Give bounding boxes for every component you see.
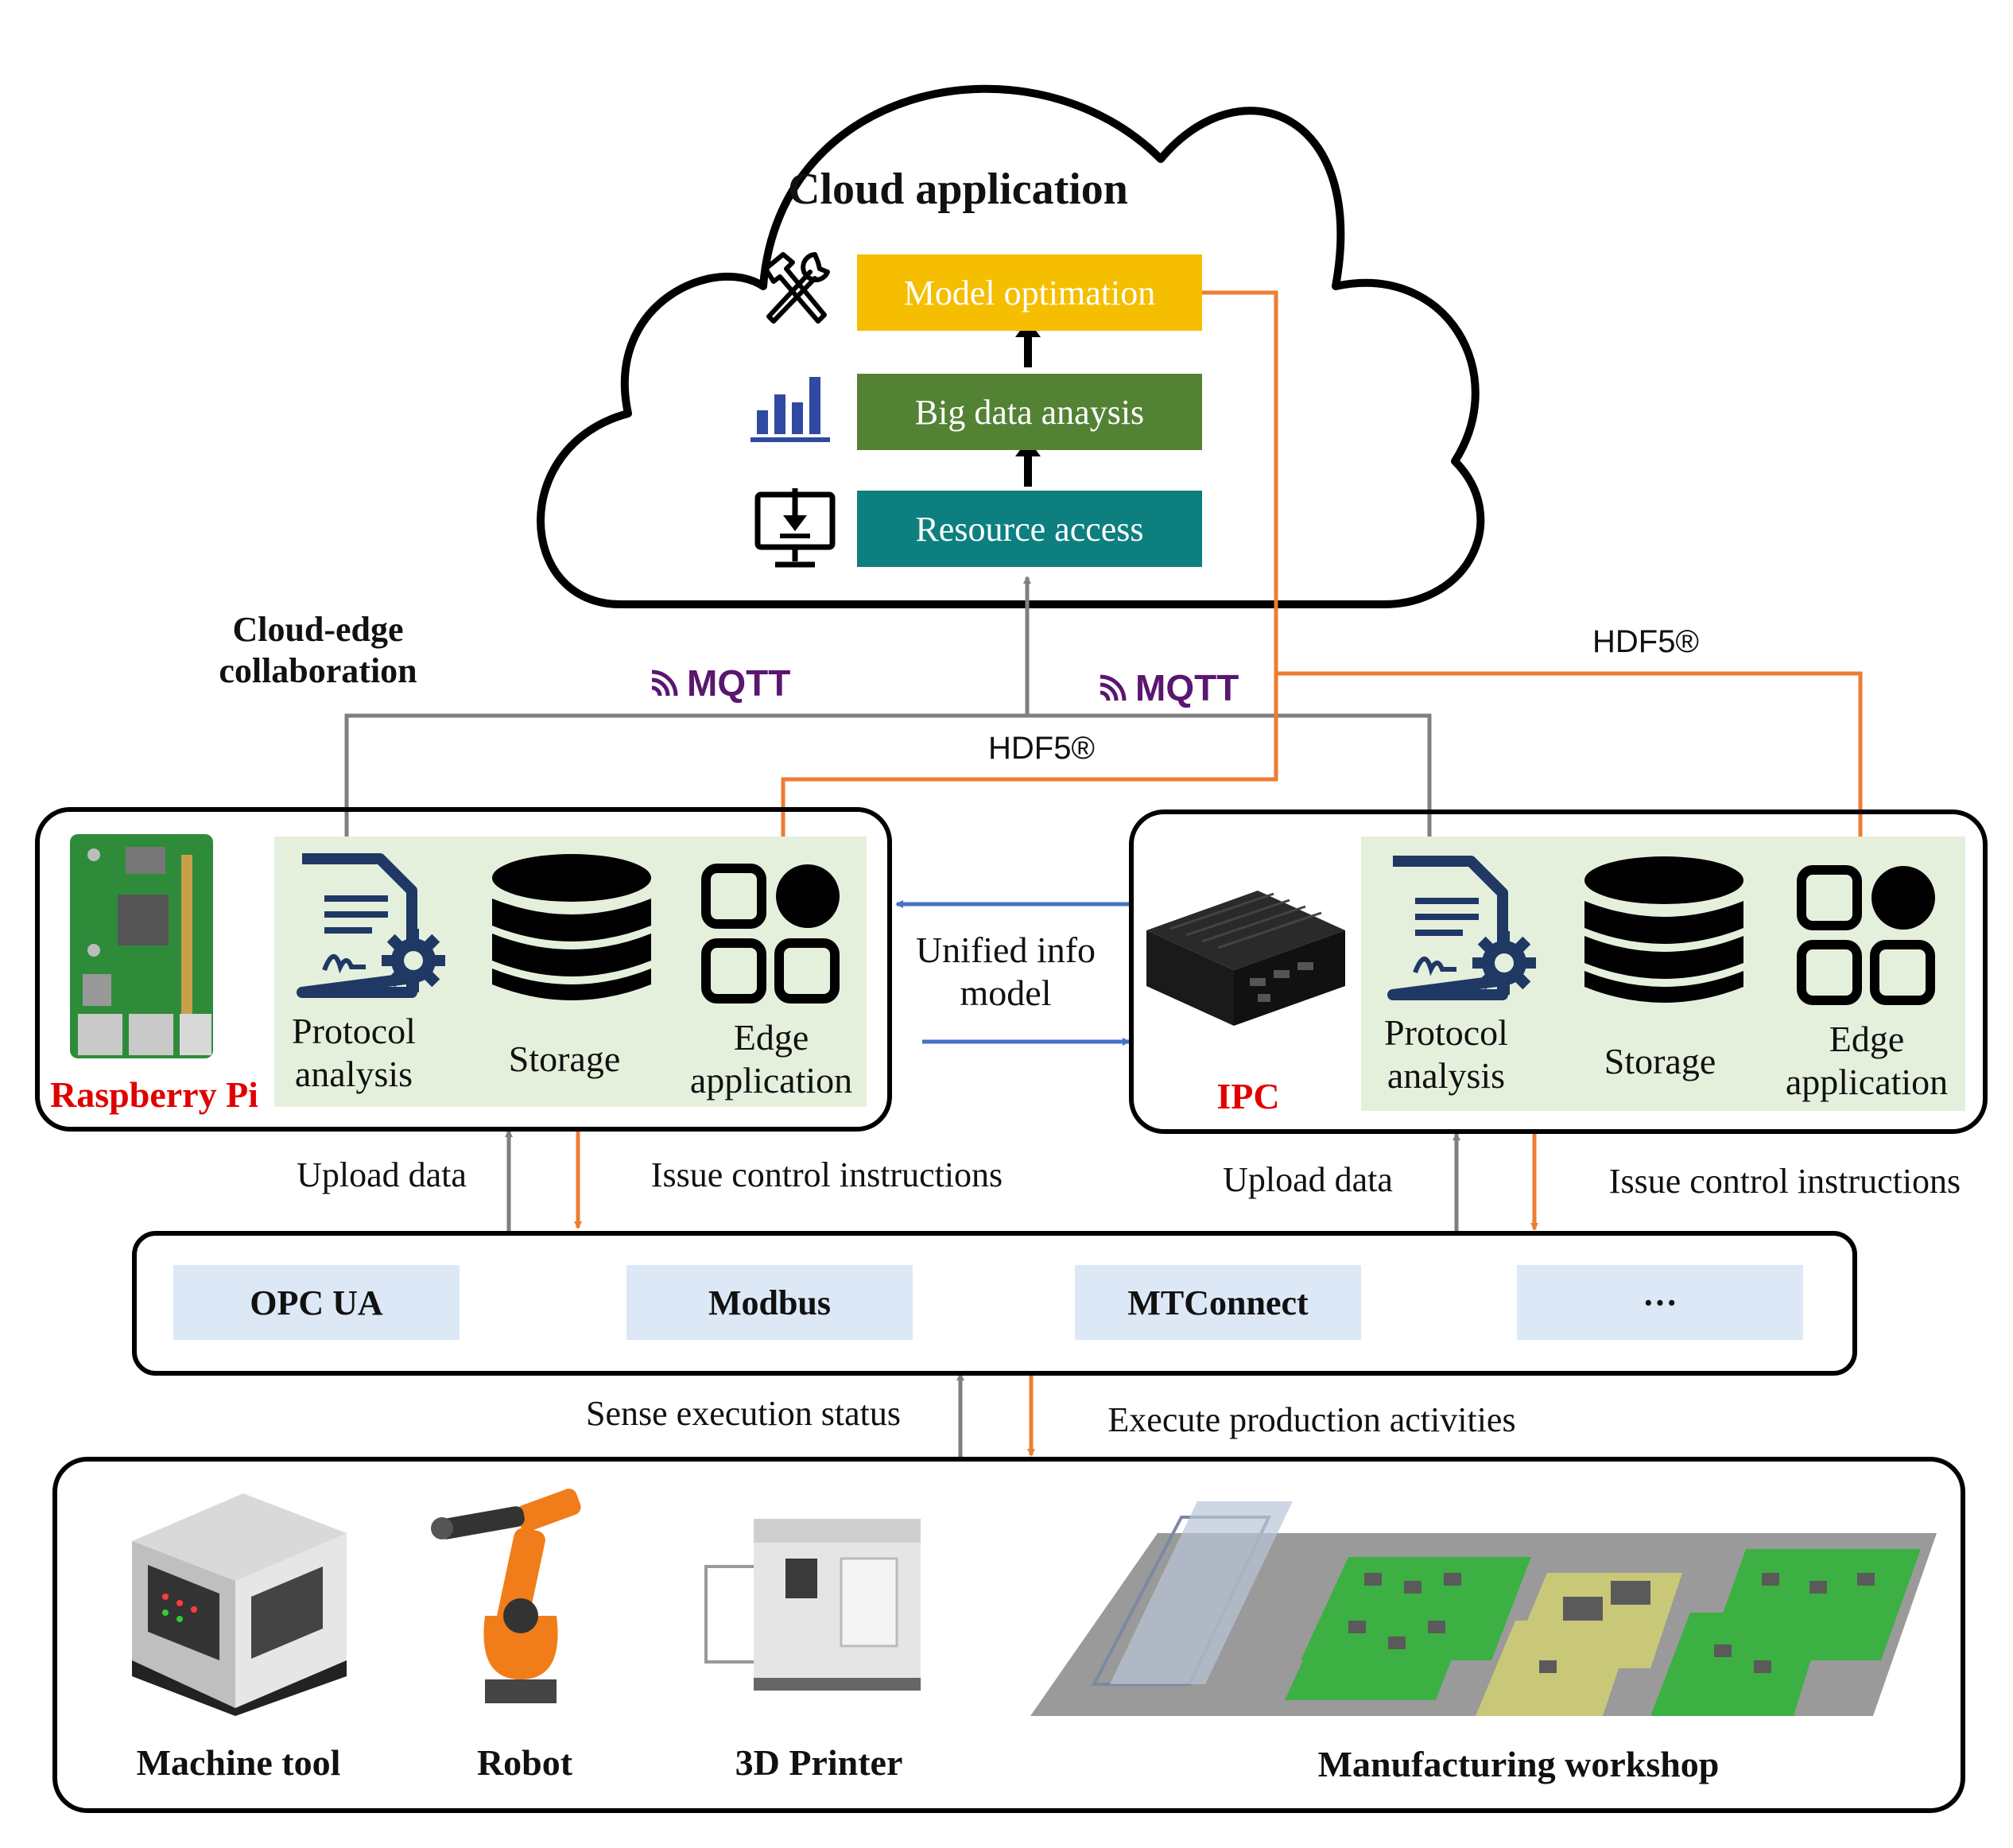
edge-application-icon (1797, 865, 1940, 1008)
module-label-storage: Storage (1604, 1041, 1716, 1081)
layer-label: Model optimation (903, 273, 1156, 313)
manufacturing-workshop-image (1030, 1485, 1945, 1724)
storage-icon (488, 851, 655, 1010)
edge-node-left (35, 807, 892, 1132)
layer-label: Big data anaysis (914, 392, 1145, 432)
edge-node-right (1129, 809, 1988, 1134)
hdf5-links (779, 290, 1864, 846)
raspberry-pi-image (62, 831, 221, 1062)
device-label-raspberry-pi: Raspberry Pi (50, 1074, 258, 1115)
mqtt-signal-icon (1100, 674, 1127, 701)
mqtt-logo-right: MQTT (1099, 666, 1239, 709)
protocol-opc-ua: OPC UA (173, 1265, 460, 1340)
module-label-protocol-analysis: Protocol analysis (292, 1011, 416, 1095)
edge-application-icon (701, 864, 844, 1007)
issue-control-label-right: Issue control instructions (1608, 1162, 1961, 1201)
device-label-ipc: IPC (1216, 1076, 1280, 1116)
protocol-label: Modbus (708, 1283, 832, 1322)
hdf5-label-left: HDF5® (988, 731, 1095, 766)
edge-protocol-arrows (505, 1129, 1538, 1231)
storage-icon (1581, 853, 1747, 1012)
robot-image (429, 1481, 604, 1719)
protocol-layer-frame (132, 1231, 1857, 1376)
device-protocol-arrows (956, 1372, 1035, 1458)
sense-execution-status-label: Sense execution status (586, 1394, 901, 1433)
protocol-modbus: Modbus (626, 1265, 913, 1340)
protocol-mtconnect: MTConnect (1075, 1265, 1361, 1340)
mqtt-label: MQTT (1135, 667, 1239, 709)
monitor-download-icon (751, 487, 839, 573)
device-label-3d-printer: 3D Printer (735, 1742, 903, 1783)
upload-data-label-left: Upload data (297, 1155, 467, 1194)
layer-big-data-analysis: Big data anaysis (857, 374, 1202, 450)
module-label-edge-application: Edge application (689, 1017, 853, 1101)
cloud-title: Cloud application (788, 165, 1128, 214)
issue-control-label-left: Issue control instructions (650, 1155, 1003, 1194)
tools-icon (751, 245, 839, 332)
layer-resource-access: Resource access (857, 491, 1202, 567)
unified-info-model-label: Unified info model (915, 930, 1096, 1014)
cloud-shape (537, 84, 1485, 608)
protocol-more: ··· (1517, 1265, 1803, 1340)
protocol-analysis-icon (1383, 853, 1542, 1004)
module-label-edge-application: Edge application (1785, 1019, 1949, 1103)
protocol-label: ··· (1642, 1283, 1678, 1322)
module-label-protocol-analysis: Protocol analysis (1384, 1012, 1508, 1097)
mqtt-label: MQTT (687, 662, 791, 704)
protocol-label: MTConnect (1127, 1283, 1309, 1322)
device-label-machine-tool: Machine tool (136, 1742, 341, 1783)
machine-tool-image (116, 1477, 355, 1716)
mqtt-signal-icon (651, 670, 678, 697)
device-layer-frame (52, 1457, 1965, 1813)
layer-label: Resource access (915, 509, 1144, 549)
cloud-edge-collaboration-label: Cloud-edge collaboration (219, 610, 417, 690)
upload-data-label-right: Upload data (1223, 1160, 1393, 1199)
device-label-robot: Robot (476, 1742, 573, 1783)
execute-production-label: Execute production activities (1107, 1400, 1516, 1439)
layer-model-optimation: Model optimation (857, 254, 1202, 331)
3d-printer-image (698, 1495, 937, 1710)
hdf5-label-right: HDF5® (1592, 624, 1699, 659)
device-label-manufacturing-workshop: Manufacturing workshop (1317, 1744, 1720, 1784)
ipc-image (1138, 883, 1353, 1042)
module-label-storage: Storage (508, 1039, 621, 1079)
protocol-analysis-icon (293, 851, 452, 1002)
mqtt-logo-left: MQTT (650, 662, 790, 705)
bar-chart-icon (747, 366, 835, 445)
protocol-label: OPC UA (250, 1283, 383, 1322)
mqtt-links (344, 576, 1432, 861)
unified-model-arrows (895, 900, 1131, 1046)
